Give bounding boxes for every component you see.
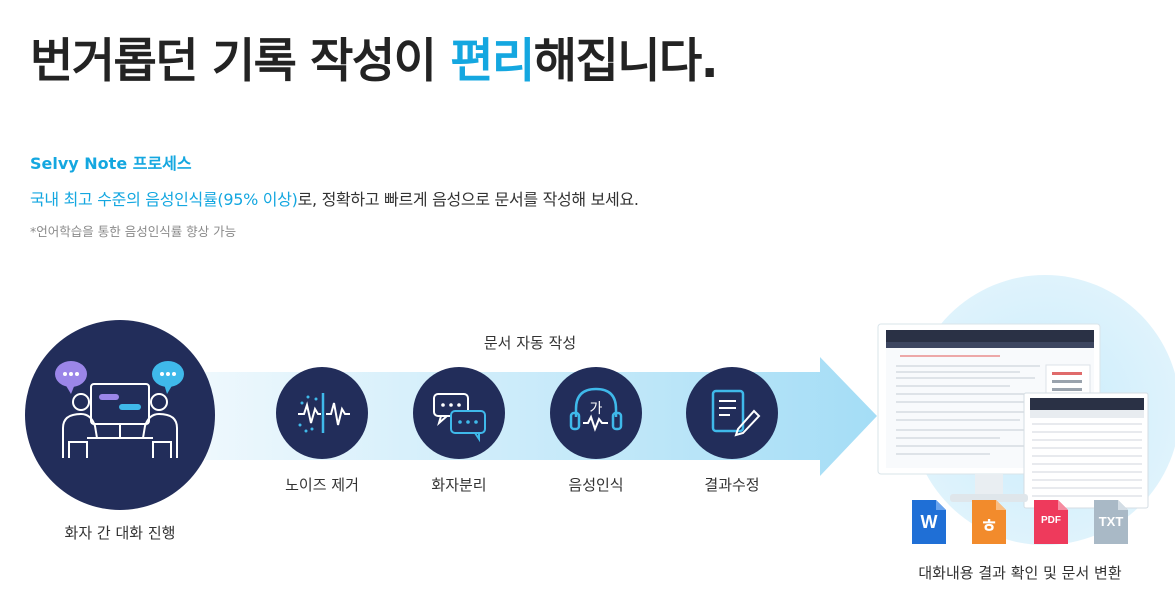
step-speech-recognition: 가 (550, 367, 642, 459)
korean-glyph-label: 가 (590, 401, 603, 417)
hwp-icon: ㅎ (972, 500, 1006, 544)
flow-title: 문서 자동 작성 (483, 334, 577, 352)
headline-post: 해집니다. (533, 34, 719, 89)
conversation-illustration (25, 320, 215, 510)
step-speaker-separation-label: 화자분리 (431, 476, 487, 494)
description-rest: 로, 정확하고 빠르게 음성으로 문서를 작성해 보세요. (297, 190, 639, 209)
pdf-icon-label: PDF (1041, 515, 1061, 526)
edit-document-icon (711, 389, 761, 437)
step-speaker-separation (413, 367, 505, 459)
page-title: 번거롭던 기록 작성이 편리해집니다. (30, 22, 719, 91)
step-noise-removal (276, 367, 368, 459)
footnote: *언어학습을 통한 음성인식률 향상 가능 (30, 224, 237, 239)
section-subtitle: Selvy Note 프로세스 (30, 154, 192, 173)
step-noise-removal-label: 노이즈 제거 (285, 476, 359, 494)
word-icon-label: W (920, 512, 938, 532)
step-speech-recognition-label: 음성인식 (568, 476, 624, 494)
headline-pre: 번거롭던 기록 작성이 (30, 34, 451, 89)
people-talking-icon (55, 361, 184, 458)
step-result-editing-label: 결과수정 (704, 476, 760, 494)
headset-icon: 가 (569, 387, 623, 432)
txt-icon: TXT (1094, 500, 1128, 544)
end-step-label: 대화내용 결과 확인 및 문서 변환 (918, 564, 1122, 582)
description-highlight: 국내 최고 수준의 음성인식률(95% 이상) (30, 190, 298, 209)
waveform-icon (298, 393, 350, 433)
headline-highlight: 편리 (450, 34, 535, 89)
chat-bubbles-icon (433, 393, 486, 443)
section-description: 국내 최고 수준의 음성인식률(95% 이상)로, 정확하고 빠르게 음성으로 … (30, 186, 639, 210)
step-result-editing (686, 367, 778, 459)
hwp-icon-label: ㅎ (980, 516, 998, 537)
monitor-illustration (877, 323, 1149, 509)
pdf-icon: PDF (1034, 500, 1068, 544)
start-step-label: 화자 간 대화 진행 (64, 524, 176, 542)
txt-icon-label: TXT (1098, 514, 1124, 529)
word-icon: W (912, 500, 946, 544)
